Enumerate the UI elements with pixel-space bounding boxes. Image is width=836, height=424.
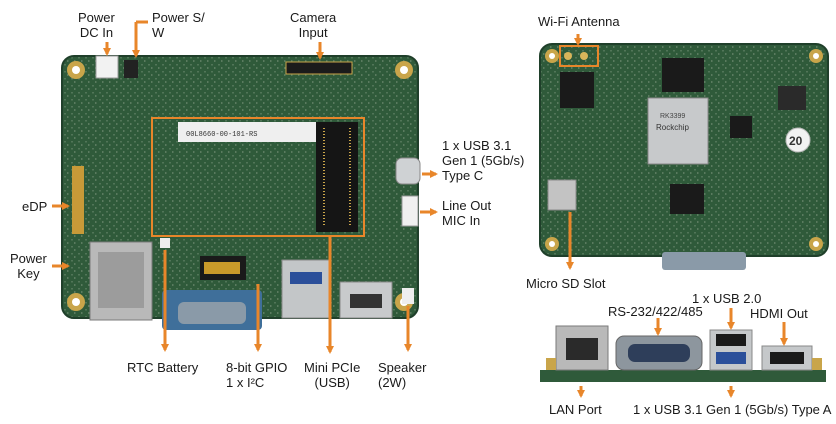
label-power-key: Power Key: [10, 251, 47, 281]
ram-chip: [662, 58, 704, 92]
label-usb31-type-c: 1 x USB 3.1 Gen 1 (5Gb/s) Type C: [442, 138, 525, 183]
mini-pcie-highlight: [151, 117, 365, 237]
badge-text: 20: [789, 134, 803, 148]
usb-type-c-port: [395, 157, 421, 185]
board-sticker: [178, 122, 328, 142]
soc-model: RK3399: [660, 113, 685, 120]
label-rtc-battery: RTC Battery: [127, 360, 199, 375]
label-usb31-type-a: 1 x USB 3.1 Gen 1 (5Gb/s) Type A: [633, 402, 832, 417]
inductor: [778, 86, 806, 110]
wifi-antenna-highlight: [559, 45, 599, 67]
rtc-battery-connector: [160, 238, 170, 248]
dip-switch: [204, 262, 240, 274]
micro-sd-slot: [547, 179, 577, 211]
ram-chip: [560, 72, 594, 108]
label-edp: eDP: [22, 199, 48, 214]
label-camera-input: Camera Input: [290, 10, 337, 40]
soc-chip: [647, 97, 709, 165]
pmic-chip: [730, 116, 752, 138]
io-pcb-strip: [540, 370, 826, 382]
sticker-text: 00L8660-00-101-RS: [186, 131, 257, 139]
power-sw-header: [124, 60, 138, 78]
label-rs232: RS-232/422/485: [608, 304, 703, 319]
label-wifi-antenna: Wi-Fi Antenna: [538, 14, 620, 29]
edp-connector: [72, 166, 84, 234]
callout-arrows: [52, 20, 788, 398]
power-dc-connector: [95, 55, 119, 79]
label-power-dc-in: Power DC In: [78, 10, 115, 40]
emmc-chip: [670, 184, 704, 214]
hdmi-port-top: [339, 281, 393, 319]
serial-port-alt: [662, 252, 746, 270]
camera-fpc-connector: [285, 61, 353, 75]
label-mini-pcie: Mini PCIe (USB): [304, 360, 361, 390]
speaker-connector: [402, 288, 414, 304]
label-usb20: 1 x USB 2.0: [692, 291, 762, 306]
label-line-out-mic-in: Line Out MIC In: [442, 198, 492, 228]
anniversary-badge: [785, 127, 811, 153]
main-board-alt-view: Rockchip RK3399 20: [539, 43, 829, 270]
label-micro-sd: Micro SD Slot: [526, 276, 606, 291]
label-hdmi-out: HDMI Out: [750, 306, 808, 321]
main-board-top-view: 00L8660-00-101-RS: [61, 55, 421, 330]
front-io-view: [540, 325, 826, 382]
mini-pcie-slot: [316, 122, 358, 232]
label-gpio: 8-bit GPIO 1 x I²C: [226, 360, 288, 390]
label-power-sw: Power S/ W: [152, 10, 205, 40]
audio-header: [401, 195, 419, 227]
usb-a-stack-top: [281, 259, 331, 319]
label-lan-port: LAN Port: [549, 402, 602, 417]
label-speaker: Speaker (2W): [378, 360, 427, 390]
soc-brand: Rockchip: [656, 123, 689, 132]
